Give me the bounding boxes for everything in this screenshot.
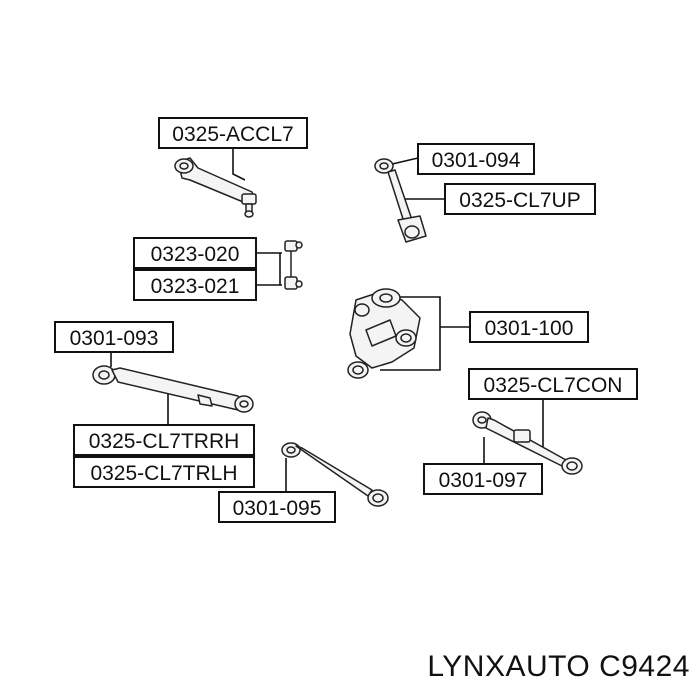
label-text: 0325-CL7UP xyxy=(459,189,580,212)
label-0325-cl7trlh: 0325-CL7TRLH xyxy=(73,456,255,488)
compensator-arm-icon xyxy=(472,411,583,475)
label-0301-097: 0301-097 xyxy=(423,463,543,495)
lateral-arm-icon xyxy=(281,442,389,507)
label-0301-095: 0301-095 xyxy=(218,491,336,523)
label-text: 0301-094 xyxy=(432,149,521,172)
label-0301-094: 0301-094 xyxy=(417,143,535,175)
label-0325-cl7con: 0325-CL7CON xyxy=(468,368,638,400)
label-0323-020: 0323-020 xyxy=(133,237,257,269)
label-0325-cl7up: 0325-CL7UP xyxy=(444,183,596,215)
stabilizer-link-icon xyxy=(284,240,303,290)
trailing-arm-icon xyxy=(92,365,254,413)
label-0325-accl7: 0325-ACCL7 xyxy=(158,117,308,149)
brand-caption: LYNXAUTO C9424 xyxy=(427,650,690,683)
knuckle-icon xyxy=(347,288,421,379)
part-labels: 0325-ACCL7 0301-094 0325-CL7UP 0323-020 … xyxy=(54,117,638,523)
label-text: 0325-CL7TRLH xyxy=(90,462,237,485)
label-text: 0301-100 xyxy=(485,317,574,340)
label-0301-100: 0301-100 xyxy=(469,311,589,343)
label-0301-093: 0301-093 xyxy=(54,321,174,353)
label-text: 0301-093 xyxy=(70,327,159,350)
label-text: 0325-ACCL7 xyxy=(172,123,293,146)
label-text: 0325-CL7TRRH xyxy=(89,430,240,453)
label-text: 0323-020 xyxy=(151,243,240,266)
part-illustrations xyxy=(92,157,583,507)
upper-arm-cl7up-icon xyxy=(374,158,427,243)
label-0325-cl7trrh: 0325-CL7TRRH xyxy=(73,424,255,456)
control-arm-accl7-icon xyxy=(174,157,257,218)
label-0323-021: 0323-021 xyxy=(133,269,257,301)
leader-lines xyxy=(110,148,544,494)
label-text: 0323-021 xyxy=(151,275,240,298)
label-text: 0325-CL7CON xyxy=(484,374,623,397)
label-text: 0301-095 xyxy=(233,497,322,520)
label-text: 0301-097 xyxy=(439,469,528,492)
